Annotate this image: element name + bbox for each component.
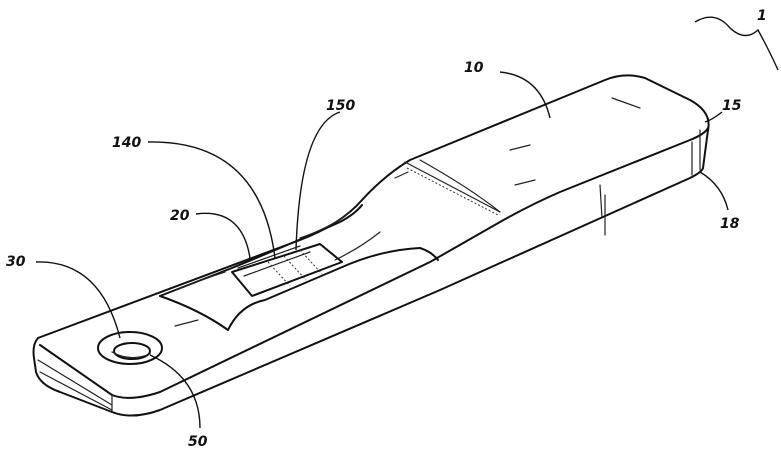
window-upper-edge xyxy=(160,205,362,296)
label-1: 1 xyxy=(757,8,767,24)
label-18: 18 xyxy=(720,216,740,232)
leader-1 xyxy=(695,17,778,70)
window-recess xyxy=(160,205,438,330)
leader-50 xyxy=(150,355,200,428)
leader-30 xyxy=(36,262,120,338)
housing-front-bottom-edge xyxy=(112,168,703,416)
leader-10 xyxy=(500,72,550,118)
label-20: 20 xyxy=(170,208,190,224)
label-30: 30 xyxy=(6,254,26,270)
label-150: 150 xyxy=(326,98,355,114)
sample-well-inner xyxy=(114,343,150,359)
reference-labels: 1 10 15 18 20 30 50 140 150 xyxy=(6,8,767,450)
housing-top-outline xyxy=(38,75,709,338)
leader-140 xyxy=(148,142,275,258)
label-10: 10 xyxy=(464,60,484,76)
leader-150 xyxy=(296,112,340,250)
label-50: 50 xyxy=(188,434,208,450)
label-140: 140 xyxy=(112,135,141,151)
label-15: 15 xyxy=(722,98,742,114)
leader-lines xyxy=(36,17,778,428)
window-lower-edge xyxy=(160,248,438,330)
leader-20 xyxy=(196,213,250,258)
leader-18 xyxy=(700,172,728,210)
sample-port xyxy=(98,320,198,364)
